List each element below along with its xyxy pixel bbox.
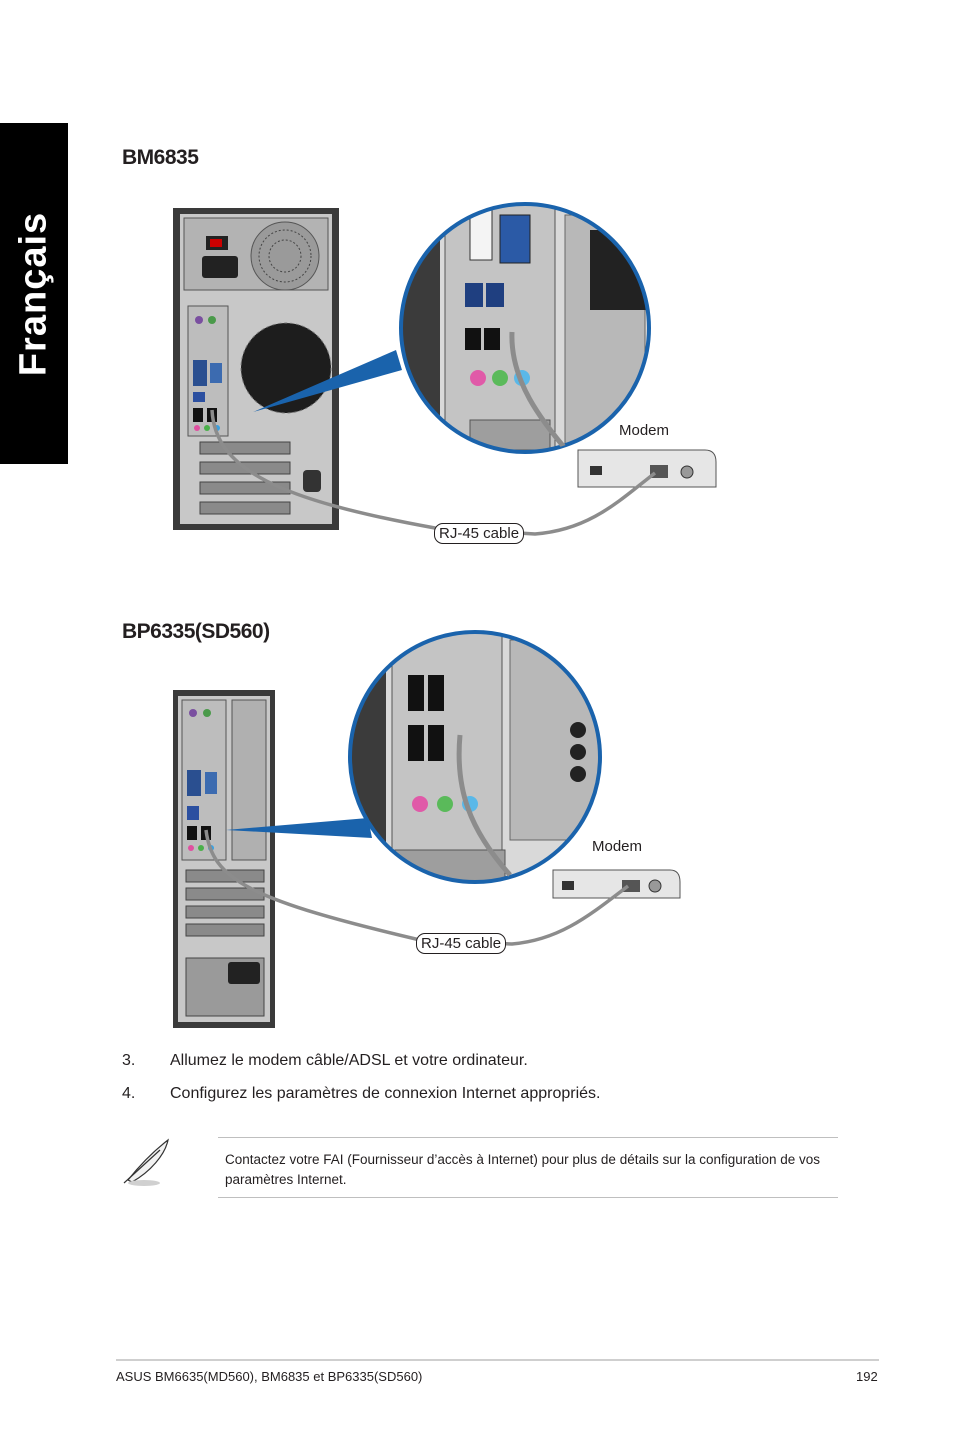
modem-device	[552, 869, 681, 899]
modem-device	[577, 449, 717, 488]
bp6335-zoom-detail	[348, 630, 602, 884]
modem-label: Modem	[592, 838, 643, 855]
note-divider-top	[218, 1137, 838, 1138]
rj45-cable	[204, 829, 630, 946]
page-number: 192	[856, 1369, 878, 1384]
footer-divider	[116, 1359, 879, 1361]
zoom-pointer	[253, 350, 402, 412]
note-divider-bottom	[218, 1197, 838, 1198]
step-text: Configurez les paramètres de connexion I…	[170, 1085, 601, 1102]
rj45-cable	[210, 409, 657, 536]
bp6335-tower-rear	[173, 690, 275, 1028]
model-title-bp6335: BP6335(SD560)	[122, 620, 270, 643]
feather-pen-icon	[123, 1138, 169, 1186]
bm6835-tower-rear	[173, 208, 339, 530]
footer-product: ASUS BM6635(MD560), BM6835 et BP6335(SD5…	[116, 1369, 423, 1384]
step-number: 4.	[122, 1085, 136, 1102]
model-title-bm6835: BM6835	[122, 146, 199, 169]
cable-label: RJ-45 cable	[416, 933, 507, 954]
language-side-tab: Français	[0, 123, 68, 464]
step-text: Allumez le modem câble/ADSL et votre ord…	[170, 1052, 528, 1069]
modem-label: Modem	[619, 422, 670, 439]
bm6835-zoom-detail	[399, 202, 651, 454]
zoom-pointer	[226, 818, 372, 838]
note-text: Contactez votre FAI (Fournisseur d’accès…	[225, 1152, 821, 1187]
cable-label: RJ-45 cable	[434, 523, 525, 544]
step-number: 3.	[122, 1052, 136, 1069]
